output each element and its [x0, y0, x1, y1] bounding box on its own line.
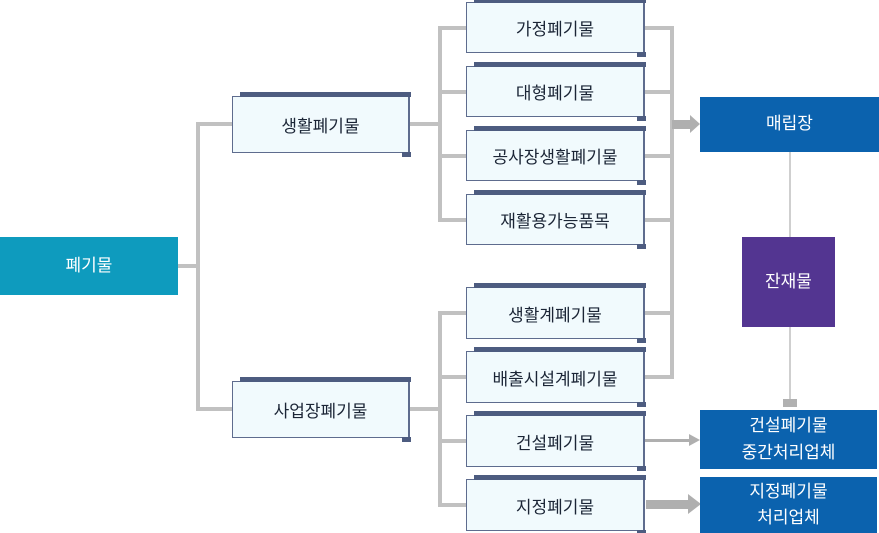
- root-node-label: 폐기물: [65, 255, 113, 275]
- node-construction-intermediate-processor: 건설폐기물 중간처리업체: [700, 410, 877, 469]
- node-home-waste: 가정폐기물: [466, 0, 646, 57]
- node-landfill: 매립장: [700, 97, 879, 152]
- connector-right-household-type: [645, 311, 674, 315]
- node-construction-waste: 건설폐기물: [466, 411, 646, 471]
- node-label: 가정폐기물: [515, 20, 595, 39]
- node-label: 건설폐기물: [515, 433, 595, 453]
- node-recyclable-items: 재활용가능품목: [466, 190, 646, 249]
- node-label: 배출시설계폐기물: [492, 369, 618, 389]
- node-label-line1: 건설폐기물: [749, 416, 828, 436]
- connector-right-discharge: [645, 375, 674, 379]
- connector-to-household: [198, 122, 232, 126]
- node-designated-waste: 지정폐기물: [466, 475, 646, 533]
- construction-arrow-bar: [645, 439, 689, 442]
- connector-collector-vertical: [670, 26, 674, 379]
- connector-workplace-out: [410, 407, 440, 411]
- node-workplace-waste: 사업장폐기물: [232, 377, 411, 442]
- connector-stub-construction-site: [440, 154, 466, 158]
- node-label: 잔재물: [765, 271, 812, 291]
- connector-stub-home: [440, 26, 466, 30]
- node-label: 대형폐기물: [515, 84, 595, 103]
- connector-residue-down: [789, 327, 791, 399]
- connector-right-home: [645, 26, 674, 30]
- connector-right-construction-site: [645, 154, 674, 158]
- connector-stub-designated: [440, 503, 466, 507]
- node-label: 재활용가능품목: [500, 212, 610, 231]
- node-label: 생활계폐기물: [508, 305, 602, 325]
- root-node-waste: 폐기물: [0, 237, 178, 295]
- node-label-line1: 지정폐기물: [749, 481, 828, 501]
- node-bulky-waste: 대형폐기물: [466, 62, 646, 121]
- landfill-arrow-bar: [672, 120, 690, 129]
- node-residue: 잔재물: [742, 237, 835, 327]
- node-household-type-waste: 생활계폐기물: [466, 283, 646, 343]
- connector-stub-bulky: [440, 90, 466, 94]
- connector-stub-discharge: [440, 375, 466, 379]
- node-label: 공사장생활폐기물: [492, 148, 618, 167]
- construction-arrow-icon: [689, 434, 700, 446]
- node-household-waste: 생활폐기물: [232, 92, 411, 157]
- connector-stub-recyclable: [440, 218, 466, 222]
- connector-to-workplace: [198, 407, 232, 411]
- connector-root-out: [178, 264, 198, 268]
- node-label-line2: 처리업체: [757, 508, 820, 527]
- node-label: 매립장: [766, 114, 813, 134]
- landfill-arrow-icon: [690, 115, 700, 133]
- node-label: 생활폐기물: [281, 117, 360, 136]
- connector-workplace-vertical: [438, 311, 442, 507]
- node-discharge-facility-waste: 배출시설계폐기물: [466, 347, 646, 407]
- connector-landfill-residue: [789, 152, 791, 237]
- connector-stub-construction: [440, 439, 466, 443]
- residue-down-arrow-icon: [783, 399, 797, 407]
- connector-household-out: [410, 122, 440, 126]
- node-designated-waste-processor: 지정폐기물 처리업체: [700, 477, 877, 533]
- connector-stub-household-type: [440, 311, 466, 315]
- connector-trunk-vertical: [196, 122, 200, 411]
- node-label: 지정폐기물: [515, 497, 595, 517]
- connector-household-vertical: [438, 26, 442, 222]
- connector-right-bulky: [645, 90, 674, 94]
- designated-arrow-bar: [646, 500, 688, 509]
- node-label-line2: 중간처리업체: [741, 442, 836, 462]
- connector-right-recyclable: [645, 218, 674, 222]
- designated-arrow-icon: [688, 494, 701, 514]
- node-label: 사업장폐기물: [273, 402, 368, 421]
- node-construction-site-household-waste: 공사장생활폐기물: [466, 126, 646, 185]
